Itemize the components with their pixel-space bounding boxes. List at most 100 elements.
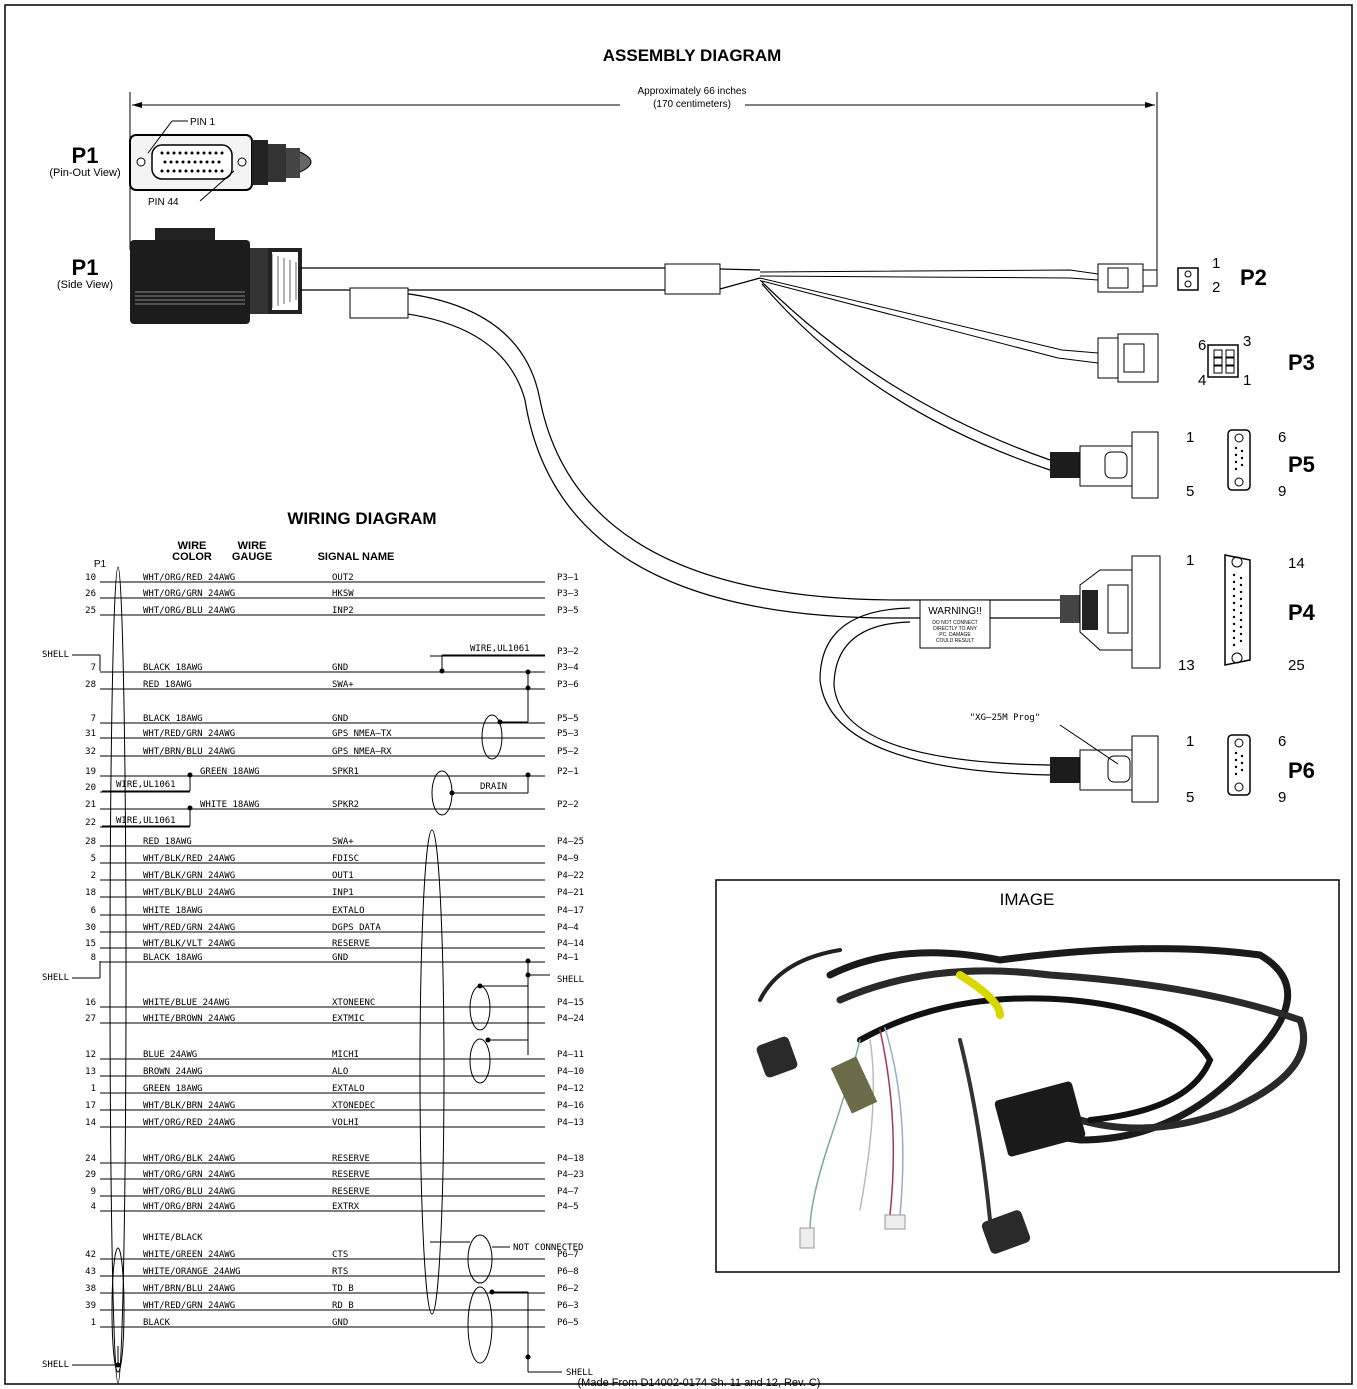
p1-pin-number: 24 bbox=[85, 1154, 96, 1164]
destination-pin: P3—6 bbox=[557, 680, 579, 690]
destination-pin: P2—2 bbox=[557, 800, 579, 810]
pin44-label: PIN 44 bbox=[148, 197, 179, 208]
wiring-title: WIRING DIAGRAM bbox=[287, 509, 436, 528]
wire-color-gauge: BLACK bbox=[143, 1318, 171, 1328]
p2-connector: 1 2 P2 bbox=[1097, 255, 1267, 296]
wire-color-gauge: BLACK 18AWG bbox=[143, 953, 203, 963]
signal-name: CTS bbox=[332, 1250, 348, 1260]
signal-name: SWA+ bbox=[332, 837, 354, 847]
signal-name: XTONEENC bbox=[332, 998, 375, 1008]
p4-shell-label: SHELL bbox=[557, 975, 584, 985]
p1-pin-number: 7 bbox=[91, 714, 96, 724]
wire-color-gauge: BLUE 24AWG bbox=[143, 1050, 197, 1060]
p1-pin-number: 1 bbox=[91, 1084, 96, 1094]
cable-photo bbox=[758, 945, 1308, 1231]
warning-line-3: PC. DAMAGE bbox=[939, 632, 971, 638]
p1-pin-number: 20 bbox=[85, 783, 96, 793]
signal-name: GND bbox=[332, 663, 348, 673]
p5-pin5-label: 5 bbox=[1186, 483, 1194, 500]
p1-pin-number: 28 bbox=[85, 680, 96, 690]
destination-pin: P4—17 bbox=[557, 906, 584, 916]
p2-label: P2 bbox=[1240, 265, 1267, 290]
signal-name: RESERVE bbox=[332, 939, 370, 949]
destination-pin: P4—25 bbox=[557, 837, 584, 847]
signal-name: SWA+ bbox=[332, 680, 354, 690]
destination-pin: P4—1 bbox=[557, 953, 579, 963]
signal-name: GND bbox=[332, 953, 348, 963]
signal-name: GND bbox=[332, 714, 348, 724]
photo-p6-connector bbox=[981, 1210, 1031, 1254]
p1-pin-number: 19 bbox=[85, 767, 96, 777]
assembly-title: ASSEMBLY DIAGRAM bbox=[603, 46, 782, 65]
wire-color-gauge: WHT/BLK/BRN 24AWG bbox=[143, 1101, 235, 1111]
wire-ul-label-2: WIRE,UL1061 bbox=[116, 780, 176, 790]
harness-cables bbox=[300, 263, 1099, 776]
signal-name: GND bbox=[332, 1318, 348, 1328]
p4-label: P4 bbox=[1288, 600, 1316, 625]
signal-name: VOLHI bbox=[332, 1118, 359, 1128]
p6-pin6-label: 6 bbox=[1278, 733, 1286, 750]
signal-name: OUT1 bbox=[332, 871, 354, 881]
wire-color-gauge: WHT/BLK/RED 24AWG bbox=[143, 854, 235, 864]
wire-color-gauge: WHT/ORG/BLU 24AWG bbox=[143, 606, 235, 616]
signal-name: EXTMIC bbox=[332, 1014, 365, 1024]
photo-p1-connector bbox=[994, 1081, 1086, 1157]
sheet-border bbox=[4, 4, 1353, 1385]
destination-pin: P4—11 bbox=[557, 1050, 584, 1060]
photo-p5-connector bbox=[756, 1036, 798, 1078]
wire-color-gauge: WHITE/BROWN 24AWG bbox=[143, 1014, 235, 1024]
wire-ul-label-3: WIRE,UL1061 bbox=[116, 816, 176, 826]
p1-pin-number: 10 bbox=[85, 573, 96, 583]
p5-connector: 1 6 5 9 P5 bbox=[1050, 429, 1315, 500]
p1-pin-number: 38 bbox=[85, 1284, 96, 1294]
wire-color-gauge: WHT/RED/GRN 24AWG bbox=[143, 729, 235, 739]
wire-color-gauge: RED 18AWG bbox=[143, 680, 192, 690]
p1-pin-number: 29 bbox=[85, 1170, 96, 1180]
p1-pin-number: 25 bbox=[85, 606, 96, 616]
p3-label: P3 bbox=[1288, 350, 1315, 375]
wire-color-gauge: BROWN 24AWG bbox=[143, 1067, 203, 1077]
p1-pin-number: 5 bbox=[91, 854, 96, 864]
wire-color-gauge: WHT/ORG/GRN 24AWG bbox=[143, 589, 235, 599]
destination-pin: P4—15 bbox=[557, 998, 584, 1008]
p5-pin9-label: 9 bbox=[1278, 483, 1286, 500]
wire-color-gauge: WHT/ORG/BLU 24AWG bbox=[143, 1187, 235, 1197]
p4-pin25-label: 25 bbox=[1288, 657, 1305, 674]
p1-pinout-connector: P1 (Pin-Out View) PIN 1 PIN 44 bbox=[49, 117, 312, 208]
p4-pin14-label: 14 bbox=[1288, 555, 1305, 572]
signal-name: TD_B bbox=[332, 1284, 354, 1294]
photo-p2-connector bbox=[799, 1227, 815, 1249]
p4-pin13-label: 13 bbox=[1178, 657, 1195, 674]
wiring-row: 20 bbox=[85, 783, 190, 793]
p2-pin2-label: 2 bbox=[1212, 279, 1220, 296]
destination-pin: P2—1 bbox=[557, 767, 579, 777]
image-panel-title: IMAGE bbox=[1000, 890, 1055, 909]
destination-pin: P3—4 bbox=[557, 663, 579, 673]
destination-pin: P4—12 bbox=[557, 1084, 584, 1094]
image-panel: IMAGE bbox=[715, 879, 1340, 1273]
wire-color-gauge: WHT/BRN/BLU 24AWG bbox=[143, 1284, 235, 1294]
signal-name: GPS_NMEA—TX bbox=[332, 729, 392, 739]
p1-pin-number: 26 bbox=[85, 589, 96, 599]
p1-pinout-sublabel: (Pin-Out View) bbox=[49, 167, 120, 179]
destination-pin: P3—2 bbox=[557, 647, 579, 657]
wire-color-gauge: WHITE/BLUE 24AWG bbox=[143, 998, 230, 1008]
destination-pin: P4—21 bbox=[557, 888, 584, 898]
shell-label-2: SHELL bbox=[42, 973, 69, 983]
drain-label: DRAIN bbox=[480, 782, 507, 792]
signal-name: DGPS_DATA bbox=[332, 923, 381, 933]
not-connected-label: NOT CONNECTED bbox=[513, 1243, 583, 1253]
p1-pin-number: 14 bbox=[85, 1118, 96, 1128]
